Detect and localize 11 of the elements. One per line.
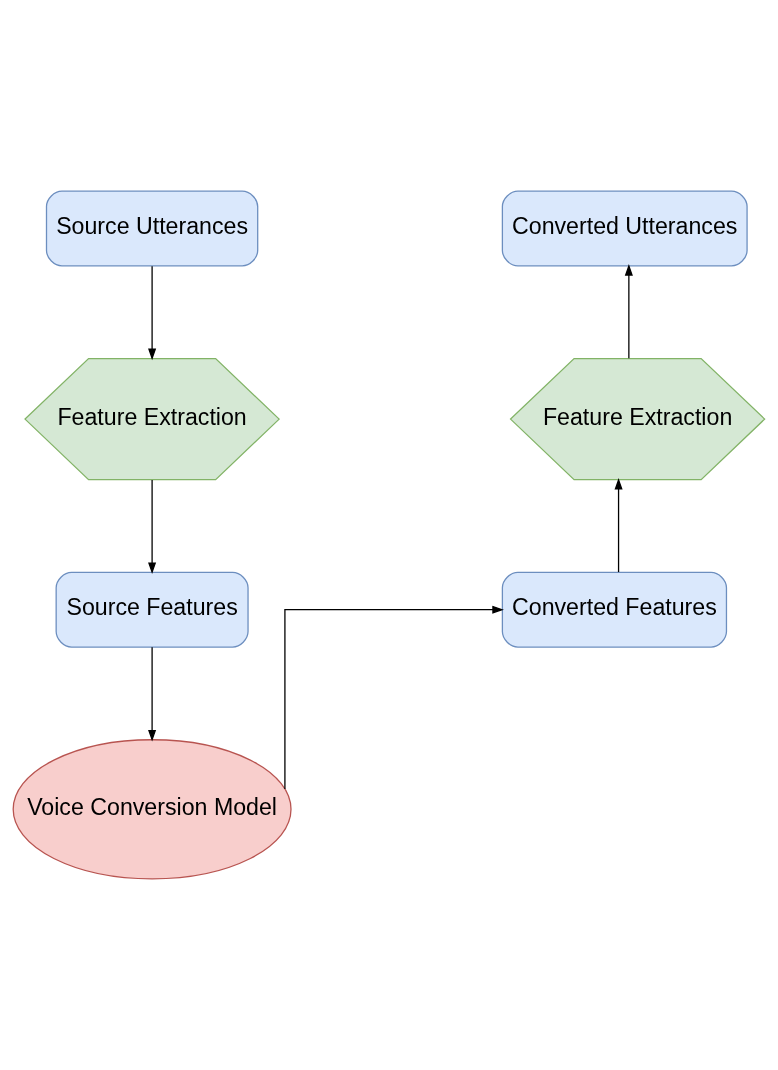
arrow	[148, 646, 157, 742]
arrow	[284, 605, 504, 790]
node-ellipse: Voice Conversion Model	[12, 739, 292, 880]
node-box: Converted Features	[501, 571, 728, 648]
arrow	[624, 264, 633, 359]
arrow	[614, 477, 623, 573]
node-box: Source Utterances	[45, 190, 259, 267]
arrow	[148, 479, 157, 575]
node-box: Source Features	[55, 571, 249, 648]
arrow	[148, 265, 157, 361]
node-box: Converted Utterances	[501, 190, 748, 267]
